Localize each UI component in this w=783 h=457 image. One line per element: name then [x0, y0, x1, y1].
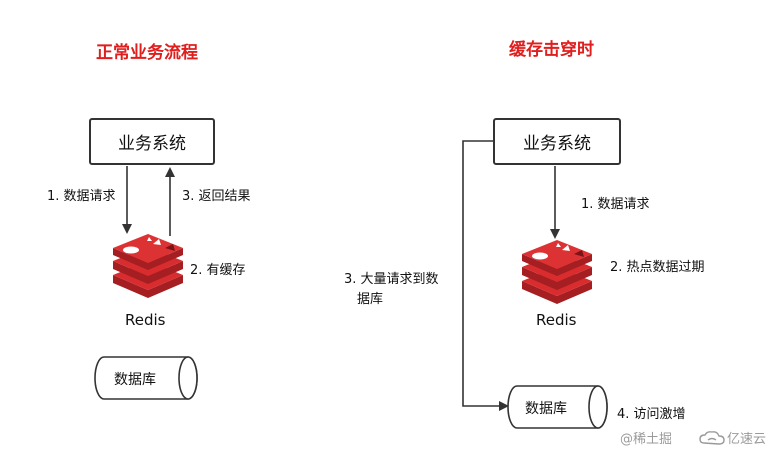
yisu-watermark: 亿速云 [727, 432, 767, 447]
left-database-icon [94, 356, 198, 400]
right-step2-label: 2. 热点数据过期 [610, 260, 705, 275]
left-redis-icon [113, 234, 183, 298]
left-diagram-title: 正常业务流程 [96, 43, 198, 63]
right-step3-label-line1: 3. 大量请求到数 [344, 272, 439, 287]
right-redis-label: Redis [536, 311, 577, 329]
left-redis-label: Redis [125, 311, 166, 329]
left-business-system-box: 业务系统 [89, 118, 215, 165]
right-diagram-title: 缓存击穿时 [509, 40, 594, 60]
right-redis-icon [522, 240, 592, 304]
yisu-cloud-icon [699, 431, 725, 445]
right-step1-label: 1. 数据请求 [581, 197, 650, 212]
right-step3-label-line2: 据库 [357, 292, 384, 307]
right-database-label: 数据库 [525, 401, 567, 417]
right-bypass-arrow [462, 140, 509, 411]
right-business-system-label: 业务系统 [523, 134, 591, 154]
juejin-watermark: @稀土掘 [620, 432, 673, 447]
left-step1-label: 1. 数据请求 [47, 189, 116, 204]
left-database-label: 数据库 [114, 372, 156, 388]
right-business-system-box: 业务系统 [493, 118, 621, 165]
left-step2-label: 2. 有缓存 [190, 263, 246, 278]
left-step3-label: 3. 返回结果 [182, 189, 251, 204]
left-business-system-label: 业务系统 [118, 134, 186, 154]
right-database-icon [507, 385, 608, 429]
right-step4-label: 4. 访问激增 [617, 407, 686, 422]
